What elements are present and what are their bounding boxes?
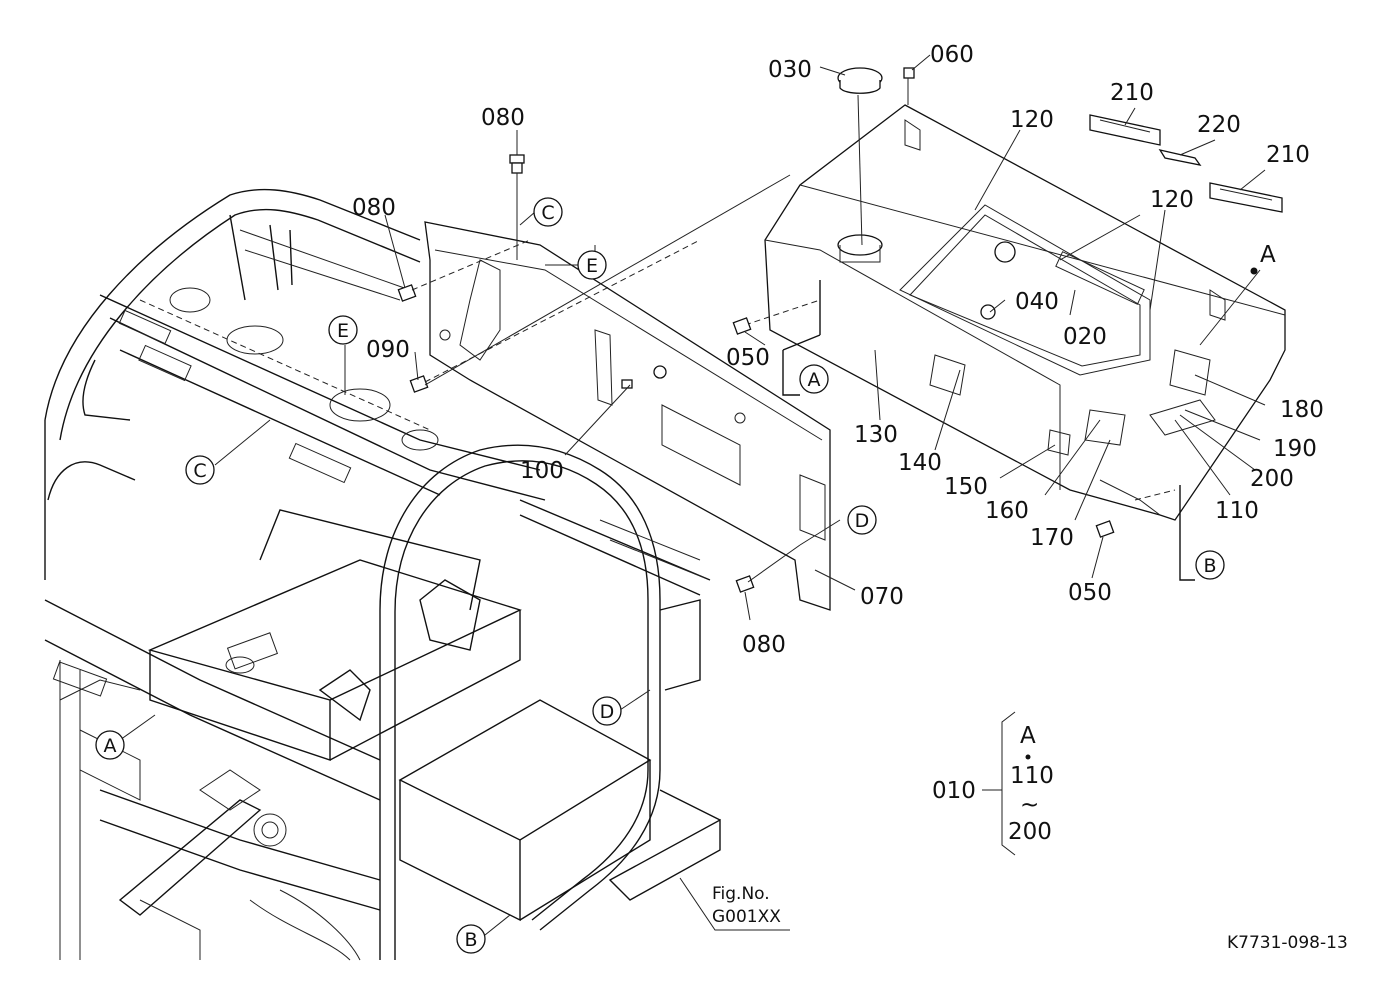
callout-210-a: 210	[1110, 80, 1154, 106]
svg-text:C: C	[193, 460, 206, 482]
callout-090: 090	[366, 337, 410, 363]
clip-060	[903, 67, 915, 79]
svg-text:A: A	[104, 735, 117, 757]
cap-030-side	[839, 80, 881, 94]
ref-marker-B-bottom: B	[456, 924, 486, 954]
callout-050-right: 050	[1068, 580, 1112, 606]
callout-050-left: 050	[726, 345, 770, 371]
pad-210-a	[1089, 114, 1161, 146]
callout-030: 030	[768, 57, 812, 83]
callout-040: 040	[1015, 289, 1059, 315]
callout-130: 130	[854, 422, 898, 448]
ref-marker-D-panel: D	[847, 505, 877, 535]
ref-marker-A-tray: A	[799, 364, 829, 394]
svg-text:A: A	[808, 369, 821, 391]
bolt-050-right	[1095, 520, 1115, 538]
callout-210-b: 210	[1266, 142, 1310, 168]
reference-markers: C E E C A B D D	[95, 197, 1276, 954]
pad-210-b	[1209, 182, 1283, 213]
cab-frame-drawing	[44, 188, 721, 961]
svg-text:E: E	[337, 320, 349, 342]
callout-120-right: 120	[1150, 187, 1194, 213]
svg-text:B: B	[1203, 555, 1216, 577]
callout-070: 070	[860, 584, 904, 610]
group-top-label: A	[1020, 723, 1036, 749]
ref-marker-D-frame: D	[592, 696, 622, 726]
deck-tray-assembly	[744, 104, 1286, 581]
callout-190: 190	[1273, 436, 1317, 462]
group-parent-label: 010	[932, 778, 976, 804]
callout-160: 160	[985, 498, 1029, 524]
svg-text:E: E	[586, 255, 598, 277]
svg-text:C: C	[541, 202, 554, 224]
bolt-050-left	[732, 317, 752, 335]
ref-marker-B-tray: B	[1195, 550, 1225, 580]
group-to-label: 200	[1008, 819, 1052, 845]
callout-060: 060	[930, 42, 974, 68]
figure-info: Fig.No. G001XX K7731-098-13	[712, 884, 1348, 953]
svg-text:B: B	[464, 929, 477, 951]
callout-220: 220	[1197, 112, 1241, 138]
callout-140: 140	[898, 450, 942, 476]
callout-200: 200	[1250, 466, 1294, 492]
rear-panel-070	[424, 221, 831, 611]
fig-no-value: G001XX	[712, 907, 781, 927]
callout-080-top: 080	[481, 105, 525, 131]
part-callouts: 030 060 080 080 090 100 070 080 120 120 …	[352, 42, 1324, 658]
group-dot	[1025, 754, 1031, 760]
ref-point-A: A	[1250, 242, 1276, 275]
callout-100: 100	[520, 458, 564, 484]
loose-parts	[397, 67, 1283, 593]
svg-text:D: D	[855, 510, 870, 532]
leader-lines	[119, 54, 1266, 936]
assembly-group-010: 010 A 110 ~ 200	[932, 711, 1054, 856]
svg-text:A: A	[1260, 242, 1276, 268]
bolt-080-right	[735, 544, 801, 593]
callout-180: 180	[1280, 397, 1324, 423]
group-range-mark: ~	[1020, 792, 1039, 818]
ref-marker-E-frame: E	[328, 315, 358, 345]
ref-marker-E-top: E	[577, 250, 607, 280]
group-from-label: 110	[1010, 763, 1054, 789]
callout-080-left: 080	[352, 195, 396, 221]
callout-110: 110	[1215, 498, 1259, 524]
fig-no-label: Fig.No.	[712, 884, 770, 904]
callout-170: 170	[1030, 525, 1074, 551]
callout-120-top: 120	[1010, 107, 1054, 133]
callout-080-right: 080	[742, 632, 786, 658]
ref-marker-A-left: A	[95, 730, 125, 760]
shim-220	[1158, 149, 1202, 166]
callout-150: 150	[944, 474, 988, 500]
svg-text:D: D	[600, 701, 615, 723]
ref-marker-C-top: C	[533, 197, 563, 227]
callout-020: 020	[1063, 324, 1107, 350]
drawing-code: K7731-098-13	[1227, 933, 1348, 953]
ref-marker-C-frame: C	[185, 455, 215, 485]
